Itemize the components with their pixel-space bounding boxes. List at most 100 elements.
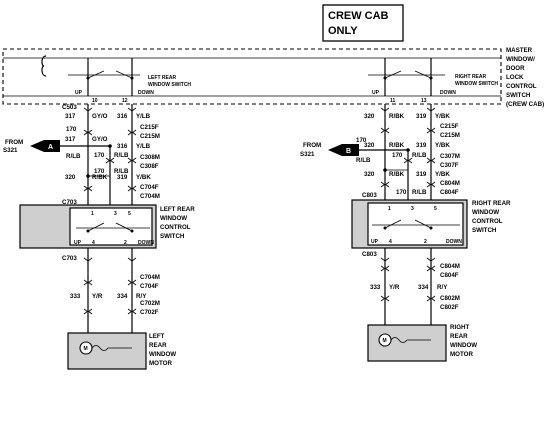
left-sw-pin-1: 1 [91, 211, 94, 217]
right-labels: 320 R/BK 319 Y/BK C215F C215M 320 R/BK 3… [356, 113, 460, 199]
master-label-1: MASTER [506, 47, 533, 54]
master-right-down: DOWN [440, 90, 456, 96]
from-b-line2: S321 [300, 151, 315, 158]
right-sw-up: UP [371, 239, 379, 245]
left-c5-a: C704M [140, 274, 160, 281]
left-w3-color: GY/O [92, 136, 108, 143]
left-motor-label-1: LEFT [149, 333, 165, 340]
right-c3-b: C307F [440, 162, 459, 169]
left-w2-num: 316 [117, 113, 128, 120]
left-c3-b: C308F [140, 163, 159, 170]
header-line-1: CREW CAB [328, 10, 389, 22]
left-wiring: A FROM S321 [3, 104, 137, 333]
left-c5-b: C704F [140, 283, 159, 290]
right-c4-b: C804F [440, 189, 459, 196]
master-switch-label: MASTER WINDOW/ DOOR LOCK CONTROL SWITCH … [506, 47, 544, 108]
right-w6-num: 170 [396, 189, 407, 196]
right-sw-down: DOWN [446, 239, 462, 245]
right-w2-num: 319 [416, 113, 427, 120]
left-feed-color: R/LB [66, 153, 81, 160]
right-w9-color: Y/R [389, 284, 400, 291]
left-c-sw-bottom: C703 [62, 255, 77, 262]
left-w4-color: Y/LB [136, 143, 151, 150]
master-right-pin-a: 11 [390, 98, 396, 104]
left-sw-label-3: CONTROL [160, 224, 191, 231]
left-w5-color: R/LB [114, 152, 129, 159]
left-sw-pin-4: 4 [92, 240, 95, 246]
left-c6-a: C702M [140, 300, 160, 307]
right-feed-color: R/LB [356, 157, 371, 164]
right-rear-window-motor: M RIGHT REAR WINDOW MOTOR [367, 324, 477, 362]
right-sw-pin-3: 3 [411, 206, 414, 212]
left-sw-pin-3: 3 [114, 211, 117, 217]
master-label-5: CONTROL [506, 83, 537, 90]
right-c5-a: C804M [440, 263, 460, 270]
right-w10-num: 334 [418, 284, 429, 291]
left-motor-label-3: WINDOW [149, 351, 176, 358]
master-left-label-2: WINDOW SWITCH [148, 82, 191, 88]
left-w6-num: 170 [94, 168, 105, 175]
left-w9-color: Y/R [92, 293, 103, 300]
left-c4-a: C704F [140, 184, 159, 191]
right-c5-b: C804F [440, 272, 459, 279]
right-w8-num: 319 [416, 171, 427, 178]
right-rear-control-switch: 1 3 5 UP 4 2 DOWN RIGHT REAR WINDOW CONT… [351, 199, 511, 249]
right-motor-label-2: REAR [450, 333, 468, 340]
left-motor-label-2: REAR [149, 342, 167, 349]
right-c3-a: C307M [440, 153, 460, 160]
master-right-label-1: RIGHT REAR [455, 74, 487, 80]
from-a-line2: S321 [3, 147, 18, 154]
right-w9-num: 333 [370, 284, 381, 291]
right-sw-label-3: CONTROL [472, 218, 503, 225]
left-w8-num: 319 [117, 174, 128, 181]
right-sw-pin-4: 4 [389, 239, 392, 245]
bracket-symbol-icon [41, 55, 47, 77]
left-w9-num: 333 [70, 293, 81, 300]
left-sw-pin-2: 2 [124, 240, 127, 246]
right-motor-symbol: M [383, 338, 387, 344]
left-c-sw: C703 [62, 199, 77, 206]
right-motor-label-1: RIGHT [450, 324, 469, 331]
right-motor-label-4: MOTOR [450, 351, 473, 358]
left-c3-a: C308M [140, 154, 160, 161]
right-c2-b: C215M [440, 132, 460, 139]
right-w1-color: R/BK [389, 113, 405, 120]
right-lower-labels: C803 C804M C804F 333 Y/R 334 R/Y C802M C… [362, 251, 460, 311]
left-motor-label-4: MOTOR [149, 360, 172, 367]
right-sw-label-2: WINDOW [472, 209, 499, 216]
right-sw-pin-2: 2 [424, 239, 427, 245]
right-sw-label-4: SWITCH [472, 227, 497, 234]
right-w3-num: 320 [364, 142, 375, 149]
right-w1-num: 320 [364, 113, 375, 120]
left-rear-control-switch: 1 3 5 UP 4 2 DOWN LEFT REAR WINDOW CONTR… [19, 204, 195, 249]
right-c2-a: C215F [440, 123, 459, 130]
right-w7-num: 320 [364, 171, 375, 178]
left-sw-label-4: SWITCH [160, 233, 185, 240]
right-w2-color: Y/BK [435, 113, 450, 120]
right-c-sw: C803 [362, 192, 377, 199]
right-w4-color: Y/BK [435, 142, 450, 149]
from-a-line1: FROM [5, 139, 23, 146]
master-right-pin-b: 13 [421, 98, 427, 104]
left-motor-symbol: M [84, 346, 88, 352]
right-w7-color: R/BK [389, 171, 405, 178]
left-w1-color: GY/O [92, 113, 108, 120]
master-right-label-2: WINDOW SWITCH [455, 81, 498, 87]
master-label-4: LOCK [506, 74, 524, 81]
right-sw-pin-1: 1 [388, 206, 391, 212]
right-sw-pin-5: 5 [434, 206, 437, 212]
from-arrow-a-icon [30, 140, 44, 152]
left-w2-color: Y/LB [136, 113, 151, 120]
left-rear-window-motor: M LEFT REAR WINDOW MOTOR [67, 332, 176, 370]
master-label-6: SWITCH [506, 92, 531, 99]
master-label-7: (CREW CAB) [506, 101, 544, 108]
left-sw-up: UP [74, 240, 82, 246]
right-c4-a: C804M [440, 180, 460, 187]
master-label-2: WINDOW/ [506, 56, 535, 63]
right-w6-color: R/LB [412, 189, 427, 196]
right-w5-color: R/LB [412, 152, 427, 159]
left-feed-num: 170 [66, 126, 77, 133]
left-w8-color: Y/BK [136, 174, 151, 181]
right-w5-num: 170 [392, 152, 403, 159]
